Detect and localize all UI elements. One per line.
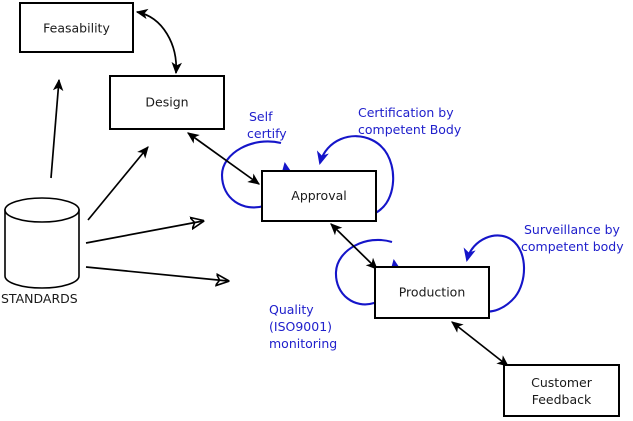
edge-standards-to-approval — [85, 221, 203, 244]
annotation-certification-line2: competent Body — [358, 122, 462, 137]
edge-approval-to-design — [187, 132, 260, 185]
annotation-quality-iso9001-monitoring: Quality (ISO9001) monitoring — [269, 302, 337, 351]
annotation-certification-by-competent-body: Certification by competent Body — [358, 105, 462, 137]
edge-standards-to-design — [87, 146, 149, 221]
edge-production-to-customer-feedback — [451, 321, 509, 367]
node-standards-label: STANDARDS — [1, 291, 78, 306]
annotation-self-certify-line2: certify — [247, 126, 287, 141]
node-feasability-label: Feasability — [43, 21, 110, 36]
node-approval-label: Approval — [291, 188, 346, 203]
edge-approval-to-production — [330, 223, 378, 270]
edge-standards-to-feasability — [50, 78, 64, 179]
node-customer-feedback[interactable]: Customer Feedback — [503, 364, 620, 417]
node-production[interactable]: Production — [374, 266, 490, 319]
annotation-surveillance-by-competent-body: Surveillance by competent body — [521, 222, 624, 254]
annotation-surveillance-line1: Surveillance by — [524, 222, 621, 237]
node-design-label: Design — [145, 95, 188, 110]
node-standards[interactable]: STANDARDS — [1, 197, 80, 306]
node-production-label: Production — [399, 285, 466, 300]
annotation-self-certify-line1: Self — [249, 109, 273, 124]
node-customer-feedback-label-line1: Customer — [531, 375, 593, 390]
node-customer-feedback-label-line2: Feedback — [532, 392, 592, 407]
edge-design-to-feasability — [135, 8, 182, 75]
node-feasability[interactable]: Feasability — [19, 2, 134, 53]
annotation-quality-line3: monitoring — [269, 336, 337, 351]
node-design[interactable]: Design — [109, 75, 225, 130]
edge-surveillance-loop — [463, 234, 526, 313]
annotation-quality-line2: (ISO9001) — [269, 319, 332, 334]
annotation-quality-line1: Quality — [269, 302, 314, 317]
annotation-certification-line1: Certification by — [358, 105, 454, 120]
annotation-surveillance-line2: competent body — [521, 239, 624, 254]
edge-standards-to-production — [85, 266, 228, 281]
annotation-self-certify: Self certify — [247, 109, 287, 141]
node-approval[interactable]: Approval — [261, 170, 377, 222]
